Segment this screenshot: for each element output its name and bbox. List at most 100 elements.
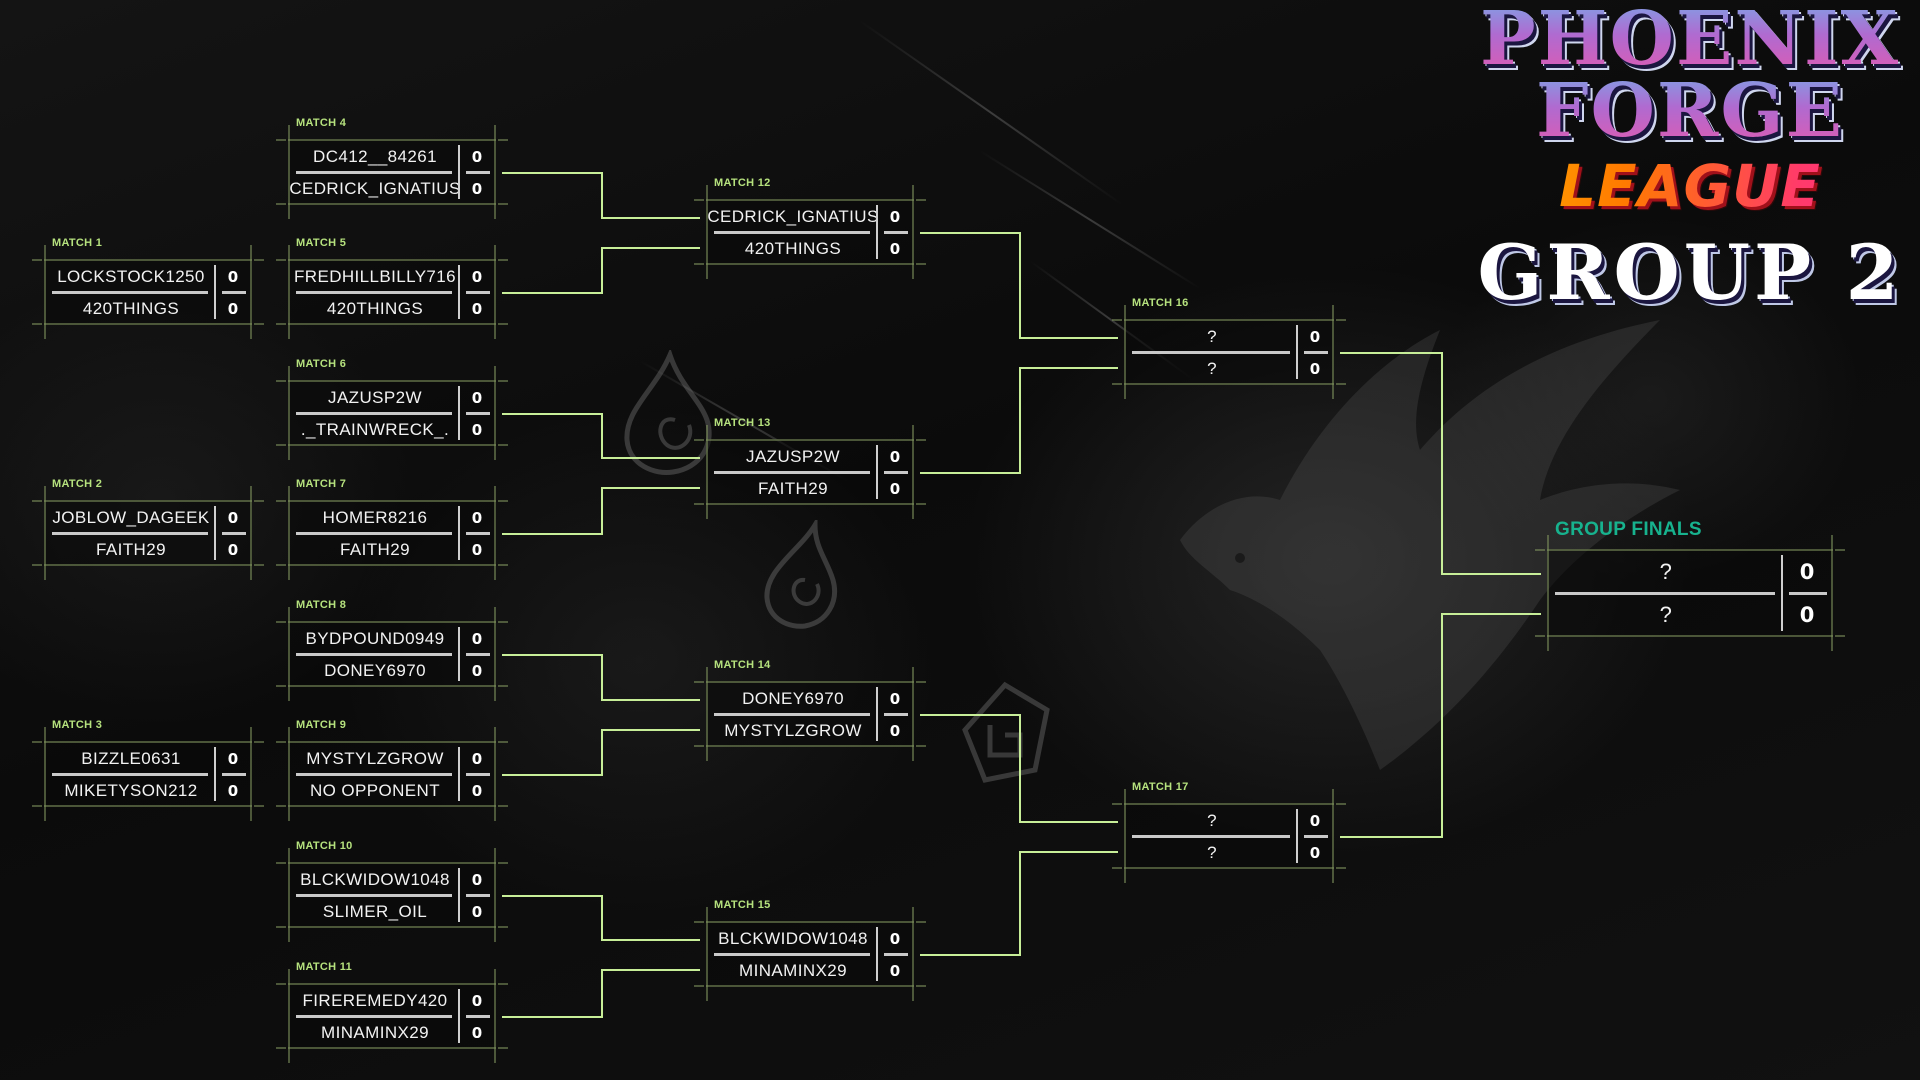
match-label: MATCH 5 [296, 237, 347, 249]
match-card[interactable]: MATCH 4 DC412__84261 CEDRICK_IGNATIUS 0 … [276, 117, 508, 219]
row-divider [52, 532, 208, 535]
logo-title-league: LEAGUE [1470, 152, 1910, 220]
score-divider [884, 713, 908, 716]
player-2-name[interactable]: ? [1207, 842, 1217, 862]
player-2-name[interactable]: DONEY6970 [324, 660, 426, 680]
connector-line [1441, 613, 1541, 616]
match-card[interactable]: MATCH 5 FREDHILLBILLY716 420THINGS 0 0 [276, 237, 508, 339]
frame-edge [1124, 305, 1126, 399]
player-1-name[interactable]: BLCKWIDOW1048 [718, 928, 868, 948]
player-1-name[interactable]: ? [1207, 326, 1217, 346]
player-1-name[interactable]: FREDHILLBILLY716 [294, 266, 456, 286]
player-2-name[interactable]: FAITH29 [96, 539, 166, 559]
player-1-name[interactable]: JOBLOW_DAGEEK [52, 507, 210, 527]
frame-tick [32, 259, 42, 261]
player-1-name[interactable]: MYSTYLZGROW [306, 748, 444, 768]
frame-tick [498, 862, 508, 864]
match-label: MATCH 8 [296, 599, 347, 611]
player-2-score: 0 [1799, 603, 1815, 627]
player-2-name[interactable]: CEDRICK_IGNATIUS [289, 178, 461, 198]
match-card[interactable]: MATCH 12 CEDRICK_IGNATIUS 420THINGS 0 0 [694, 177, 926, 279]
match-card[interactable]: MATCH 2 JOBLOW_DAGEEK FAITH29 0 0 [32, 478, 264, 580]
frame-tick [916, 503, 926, 505]
player-1-name[interactable]: JAZUSP2W [746, 446, 840, 466]
score-separator [1296, 809, 1298, 863]
connector-line [601, 895, 603, 941]
match-card[interactable]: MATCH 7 HOMER8216 FAITH29 0 0 [276, 478, 508, 580]
player-1-name[interactable]: BLCKWIDOW1048 [300, 869, 450, 889]
match-card[interactable]: MATCH 17 ? ? 0 0 [1112, 781, 1346, 883]
player-2-name[interactable]: 420THINGS [744, 238, 842, 258]
match-card[interactable]: MATCH 16 ? ? 0 0 [1112, 297, 1346, 399]
connector-line [601, 969, 700, 972]
score-divider [466, 412, 490, 415]
player-2-name[interactable]: MINAMINX29 [321, 1022, 429, 1042]
match-card-group-finals[interactable]: GROUP FINALS ? ? 0 0 [1535, 519, 1845, 651]
frame-tick [916, 681, 926, 683]
frame-edge [494, 848, 496, 942]
player-1-name[interactable]: BIZZLE0631 [81, 748, 181, 768]
connector-line [502, 895, 601, 897]
row-divider [296, 291, 452, 294]
frame-tick [498, 444, 508, 446]
frame-edge [288, 245, 290, 339]
player-1-name[interactable]: HOMER8216 [322, 507, 428, 527]
player-1-name[interactable]: JAZUSP2W [328, 387, 422, 407]
connector-line [1019, 232, 1021, 339]
match-card[interactable]: MATCH 1 LOCKSTOCK1250 420THINGS 0 0 [32, 237, 264, 339]
player-1-score: 0 [471, 749, 483, 768]
frame-edge [912, 185, 914, 279]
connector-line [502, 774, 601, 776]
player-2-name[interactable]: ? [1659, 602, 1673, 627]
frame-tick [1336, 867, 1346, 869]
player-1-name[interactable]: ? [1207, 810, 1217, 830]
player-2-name[interactable]: ? [1207, 358, 1217, 378]
player-2-score: 0 [471, 781, 483, 800]
match-label: MATCH 9 [296, 719, 347, 731]
player-2-name[interactable]: MIKETYSON212 [64, 780, 198, 800]
match-card[interactable]: MATCH 13 JAZUSP2W FAITH29 0 0 [694, 417, 926, 519]
match-card[interactable]: MATCH 3 BIZZLE0631 MIKETYSON212 0 0 [32, 719, 264, 821]
score-separator [876, 687, 878, 741]
player-1-name[interactable]: BYDPOUND0949 [305, 628, 445, 648]
player-1-name[interactable]: LOCKSTOCK1250 [57, 266, 205, 286]
connector-line [1019, 714, 1021, 823]
match-card[interactable]: MATCH 8 BYDPOUND0949 DONEY6970 0 0 [276, 599, 508, 701]
player-2-score: 0 [471, 179, 483, 198]
match-card[interactable]: MATCH 6 JAZUSP2W ._TRAINWRECK_. 0 0 [276, 358, 508, 460]
player-1-name[interactable]: ? [1659, 559, 1673, 584]
frame-tick [1835, 635, 1845, 637]
connector-line [1019, 367, 1021, 474]
match-card[interactable]: MATCH 14 DONEY6970 MYSTYLZGROW 0 0 [694, 659, 926, 761]
connector-line [601, 247, 603, 294]
player-2-name[interactable]: FAITH29 [340, 539, 410, 559]
player-1-name[interactable]: CEDRICK_IGNATIUS [707, 206, 879, 226]
player-1-name[interactable]: DC412__84261 [313, 146, 437, 166]
row-divider [52, 291, 208, 294]
match-card[interactable]: MATCH 15 BLCKWIDOW1048 MINAMINX29 0 0 [694, 899, 926, 1001]
connector-line [601, 456, 700, 459]
score-divider [1304, 835, 1328, 838]
frame-edge [288, 848, 290, 942]
frame-tick [1835, 549, 1845, 551]
match-card[interactable]: MATCH 10 BLCKWIDOW1048 SLIMER_OIL 0 0 [276, 840, 508, 942]
score-divider [466, 532, 490, 535]
player-2-name[interactable]: ._TRAINWRECK_. [300, 419, 450, 439]
match-card[interactable]: MATCH 9 MYSTYLZGROW NO OPPONENT 0 0 [276, 719, 508, 821]
player-2-name[interactable]: 420THINGS [326, 298, 424, 318]
score-separator [458, 989, 460, 1043]
player-2-name[interactable]: SLIMER_OIL [322, 901, 428, 921]
player-2-name[interactable]: MYSTYLZGROW [724, 720, 862, 740]
player-2-name[interactable]: MINAMINX29 [739, 960, 847, 980]
player-1-name[interactable]: FIREREMEDY420 [302, 990, 448, 1010]
match-card[interactable]: MATCH 11 FIREREMEDY420 MINAMINX29 0 0 [276, 961, 508, 1063]
player-2-name[interactable]: NO OPPONENT [309, 780, 441, 800]
score-divider [1304, 351, 1328, 354]
frame-edge [250, 245, 252, 339]
player-2-name[interactable]: 420THINGS [82, 298, 180, 318]
frame-edge [1831, 535, 1833, 651]
player-1-name[interactable]: DONEY6970 [742, 688, 844, 708]
player-1-score: 0 [471, 991, 483, 1010]
player-2-name[interactable]: FAITH29 [758, 478, 828, 498]
player-2-score: 0 [471, 661, 483, 680]
